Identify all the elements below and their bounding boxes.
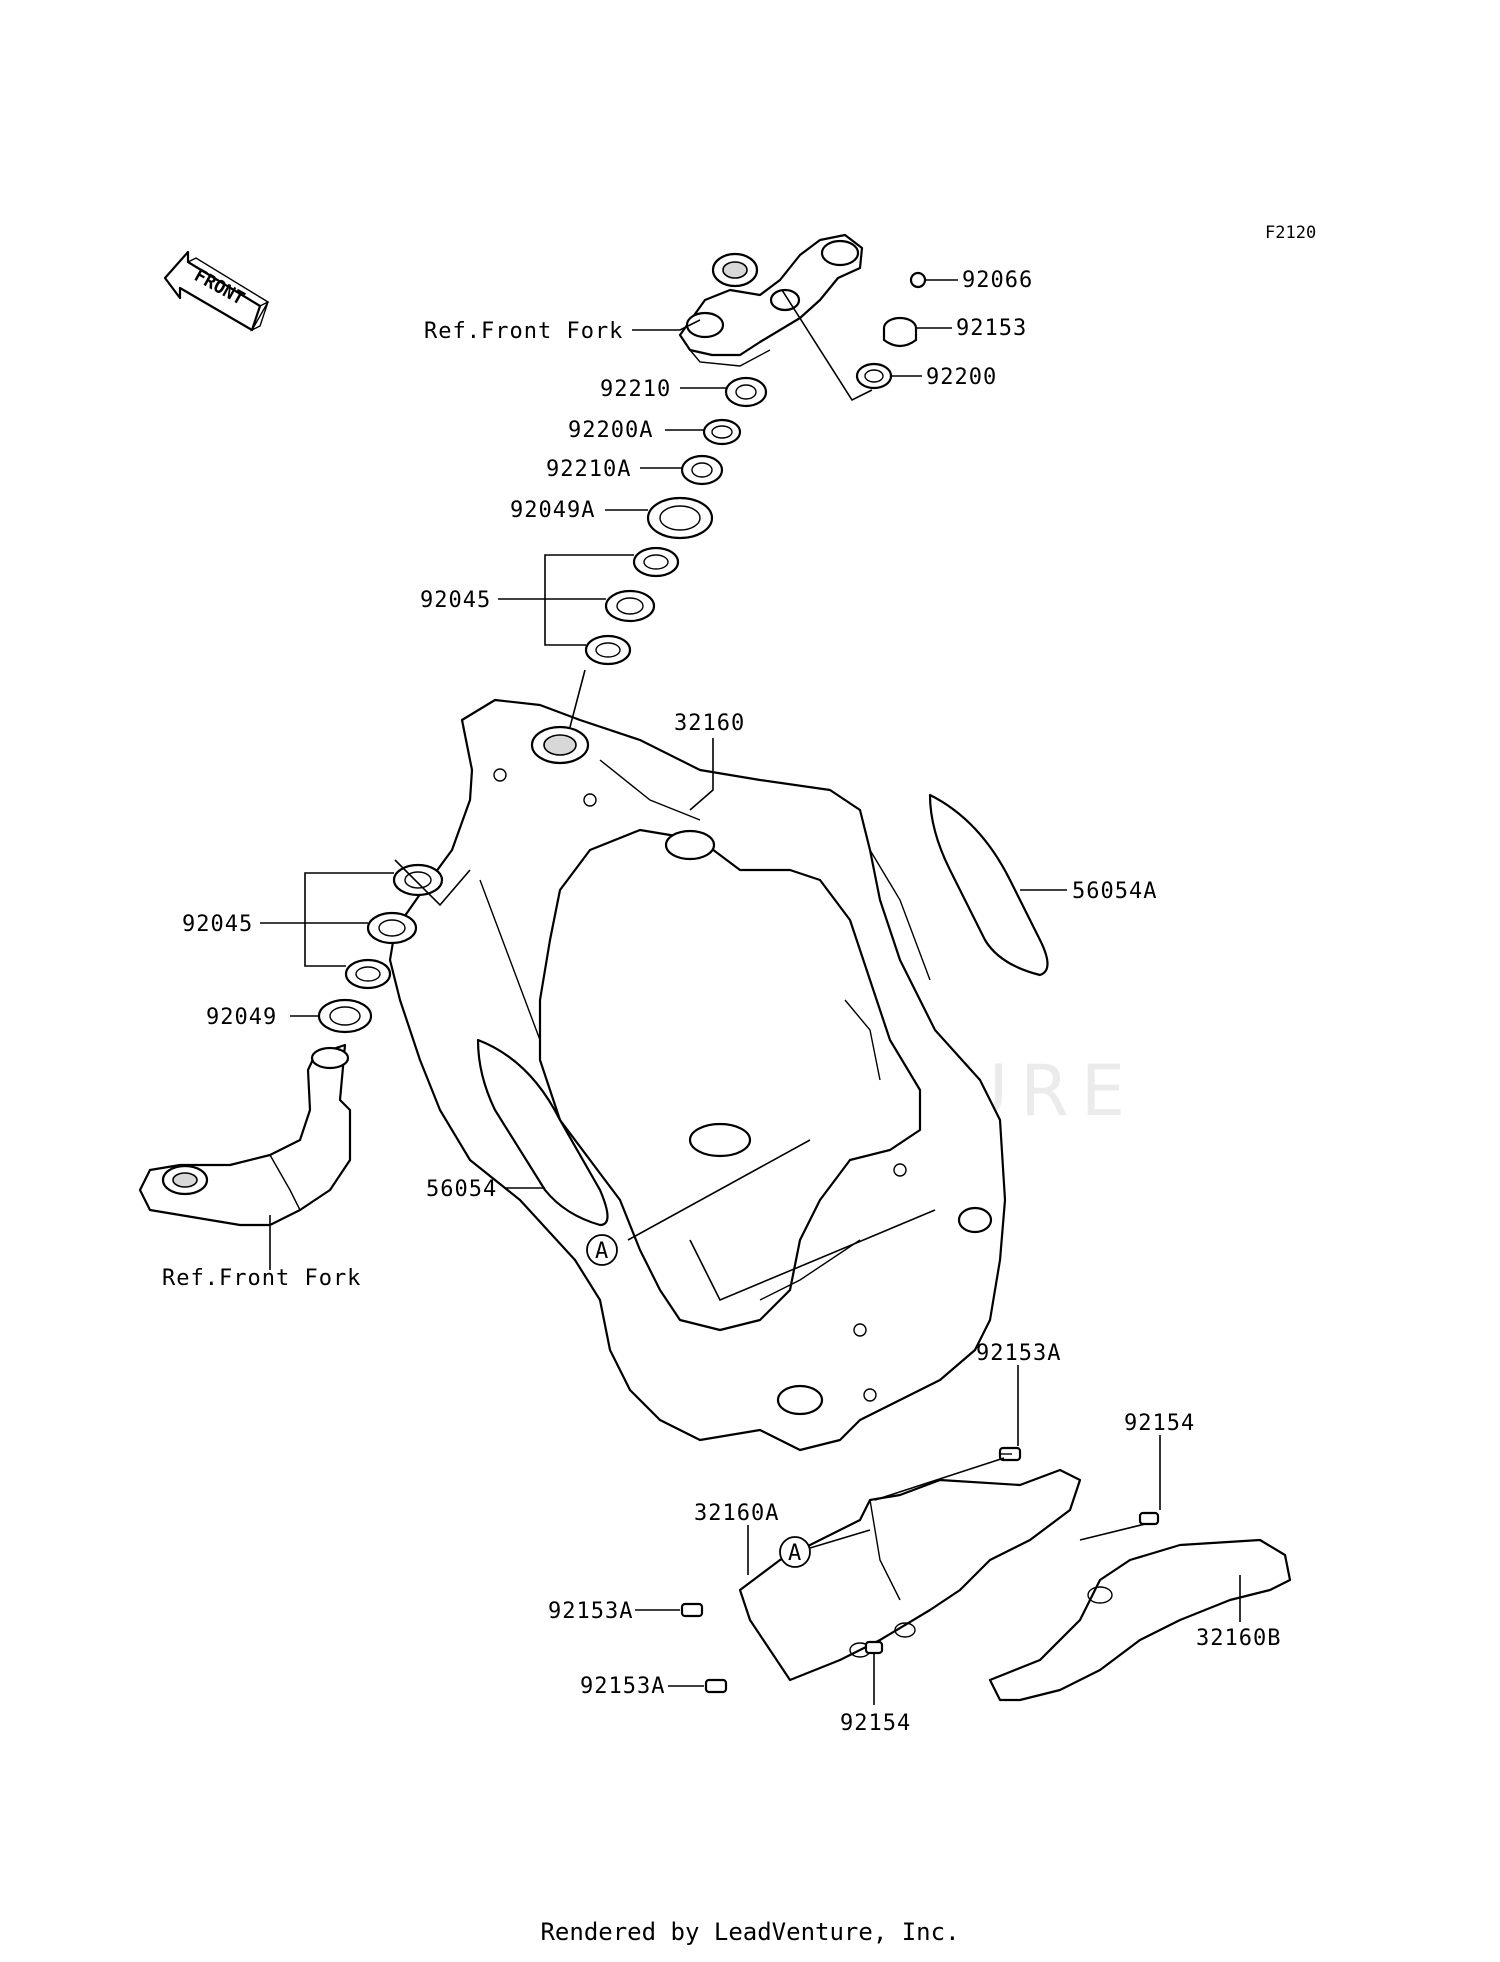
- reference-marker-a-frame: A: [586, 1234, 618, 1266]
- bolt-92154-top-part: [1138, 1511, 1160, 1526]
- callout-92154-low: 92154: [840, 1711, 911, 1736]
- locknut-92210A-part: [680, 454, 724, 486]
- ref-front-fork-top: Ref.Front Fork: [424, 319, 623, 344]
- callout-32160: 32160: [674, 711, 745, 736]
- callout-92154-top: 92154: [1124, 1411, 1195, 1436]
- callout-92153A-low: 92153A: [580, 1674, 665, 1699]
- bolt-92153A-low-part: [704, 1678, 728, 1694]
- callout-92200: 92200: [926, 365, 997, 390]
- main-frame-32160-part: [388, 698, 1007, 1452]
- callout-56054: 56054: [426, 1177, 497, 1202]
- seal-92049-part: [317, 998, 373, 1034]
- cover-56054-part: [476, 1038, 609, 1227]
- bearing-92045-lower-part: [344, 863, 444, 990]
- reference-marker-a-subframe: A: [779, 1536, 811, 1568]
- bolt-92154-low-part: [864, 1640, 884, 1655]
- leader-lines: [260, 279, 1241, 1705]
- footer-credit: Rendered by LeadVenture, Inc.: [540, 1918, 960, 1946]
- callout-92210: 92210: [600, 377, 671, 402]
- bearing-92045-upper-part: [584, 546, 680, 666]
- washer-92200-part: [855, 362, 893, 390]
- callout-92153: 92153: [956, 316, 1027, 341]
- callout-32160B: 32160B: [1196, 1626, 1281, 1651]
- callout-56054A: 56054A: [1072, 879, 1157, 904]
- callout-92210A: 92210A: [546, 457, 631, 482]
- callout-92153A-mid: 92153A: [548, 1599, 633, 1624]
- seal-92049A-part: [646, 496, 714, 540]
- cap-92066-part: [909, 271, 927, 289]
- callout-92153A-top: 92153A: [976, 1341, 1061, 1366]
- lower-triple-clamp-part: [138, 1043, 352, 1227]
- callout-92200A: 92200A: [568, 418, 653, 443]
- callout-92049A: 92049A: [510, 498, 595, 523]
- callout-92049: 92049: [206, 1005, 277, 1030]
- upper-triple-clamp-part: [678, 233, 864, 367]
- bolt-92153A-top-part: [998, 1446, 1022, 1462]
- nut-92153-part: [882, 316, 918, 348]
- callout-92045-upper: 92045: [420, 588, 491, 613]
- bolt-92153A-mid-part: [680, 1602, 704, 1618]
- callout-32160A: 32160A: [694, 1501, 779, 1526]
- subframe-32160A-part: [738, 1468, 1082, 1682]
- callout-92045-lower: 92045: [182, 912, 253, 937]
- callout-92066: 92066: [962, 268, 1033, 293]
- ref-front-fork-bottom: Ref.Front Fork: [162, 1266, 361, 1291]
- washer-92200A-part: [702, 418, 742, 446]
- cover-56054A-part: [928, 793, 1049, 977]
- locknut-92210-part: [724, 376, 768, 408]
- marker-a-frame-label: A: [595, 1239, 609, 1264]
- subframe-32160B-part: [988, 1538, 1292, 1702]
- marker-a-subframe-label: A: [788, 1541, 802, 1566]
- diagram-code: F2120: [1265, 223, 1316, 243]
- front-direction-arrow-icon: FRONT: [163, 250, 270, 332]
